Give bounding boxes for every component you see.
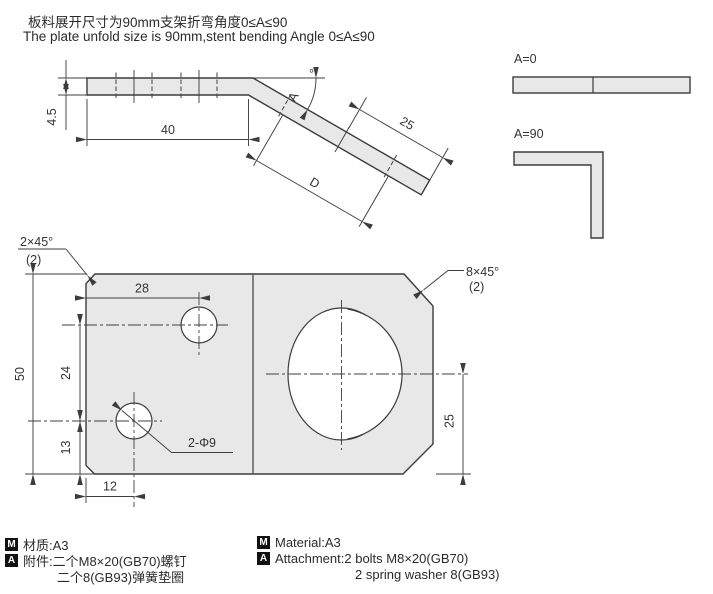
- chamfer-large-callout: 8×45° (2): [413, 265, 499, 300]
- strip-hidden-mark: [277, 93, 292, 118]
- dim-24: 24: [59, 314, 83, 432]
- dim-strip-25: 25: [348, 97, 454, 181]
- note-material-en-text: Material:A3: [275, 534, 341, 550]
- l-shaped-plate: [513, 151, 604, 239]
- variant-bent-90: A=90: [513, 127, 604, 239]
- dim-strip-25-label: 25: [397, 114, 416, 133]
- dim-strip-d-label: D: [307, 175, 322, 192]
- note-material-zh-text: 材质:A3: [23, 537, 69, 553]
- dim-13: 13: [59, 410, 83, 485]
- dim-12-label: 12: [103, 480, 117, 494]
- holes-callout-label: 2-Φ9: [188, 436, 216, 450]
- bent-plate-profile: [86, 77, 431, 196]
- note-material-zh: M 材质:A3: [5, 536, 187, 553]
- note-attachment-en: A Attachment:2 bolts M8×20(GB70): [257, 550, 500, 566]
- dim-13-label: 13: [59, 441, 73, 455]
- dim-thickness: 4.5: [45, 60, 87, 130]
- dim-28-label: 28: [135, 282, 149, 296]
- dim-length-40: 40: [76, 99, 260, 146]
- note-attachment-zh-line2: 二个8(GB93)弹簧垫圈: [5, 568, 187, 585]
- note-material-en: M Material:A3: [257, 534, 500, 550]
- chamfer-large-label: 8×45°: [466, 265, 499, 279]
- note-attachment-en-line2: 2 spring washer 8(GB93): [257, 566, 500, 582]
- large-hole-arc-fill: [347, 309, 403, 439]
- note-attachment-zh-text: 附件:二个M8×20(GB70)螺钉: [23, 553, 187, 569]
- dim-50: 50: [13, 263, 95, 485]
- dim-25-right: 25: [436, 363, 471, 485]
- dim-thickness-label: 4.5: [45, 108, 59, 125]
- note-attachment-zh: A 附件:二个M8×20(GB70)螺钉: [5, 552, 187, 569]
- strip-centerline: [334, 126, 350, 153]
- side-view: 4.5 40 A ° D: [45, 60, 454, 230]
- note-attachment-zh-line2-text: 二个8(GB93)弹簧垫圈: [57, 569, 185, 585]
- variant-flat-label: A=0: [514, 52, 537, 66]
- material-badge-icon: M: [5, 537, 18, 551]
- variant-bent-label: A=90: [514, 127, 544, 141]
- variant-flat: A=0: [512, 52, 691, 94]
- title-note-english: The plate unfold size is 90mm,stent bend…: [23, 29, 375, 44]
- chamfer-small-label: 2×45°: [20, 235, 53, 249]
- dim-length-40-label: 40: [161, 123, 175, 137]
- dim-28: 28: [75, 282, 210, 301]
- notes-english: M Material:A3 A Attachment:2 bolts M8×20…: [257, 534, 500, 582]
- note-attachment-en-line2-text: 2 spring washer 8(GB93): [355, 566, 500, 582]
- chamfer-small-callout: 2×45° (2): [18, 235, 97, 286]
- dim-50-label: 50: [13, 367, 27, 381]
- chamfer-large-qty: (2): [469, 280, 484, 294]
- notes-chinese: M 材质:A3 A 附件:二个M8×20(GB70)螺钉 二个8(GB93)弹簧…: [5, 536, 187, 585]
- plan-view: 28 50 24 13 12: [13, 235, 499, 507]
- holes-callout: 2-Φ9: [111, 401, 233, 453]
- dim-25-right-label: 25: [443, 414, 457, 428]
- dim-24-label: 24: [59, 366, 73, 380]
- title-note-chinese: 板料展开尺寸为90mm支架折弯角度0≤A≤90: [28, 15, 288, 30]
- angle-degree-symbol: °: [309, 67, 314, 81]
- material-badge-icon: M: [257, 535, 270, 549]
- flat-plate: [512, 76, 691, 94]
- dim-12: 12: [75, 478, 145, 503]
- chamfer-small-qty: (2): [26, 253, 41, 267]
- attachment-badge-icon: A: [257, 551, 270, 565]
- note-attachment-en-text: Attachment:2 bolts M8×20(GB70): [275, 550, 469, 566]
- strip-hidden-mark: [382, 154, 398, 179]
- attachment-badge-icon: A: [5, 553, 18, 567]
